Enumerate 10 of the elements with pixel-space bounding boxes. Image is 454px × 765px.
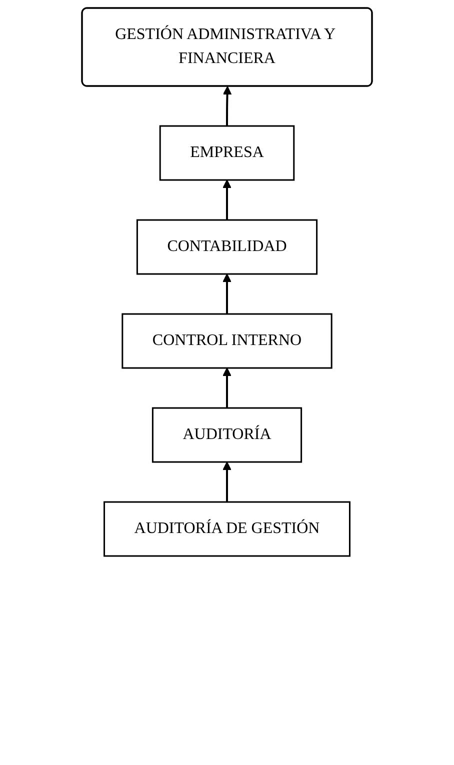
arrow xyxy=(222,462,232,502)
arrow xyxy=(222,274,232,314)
node-box: AUDITORÍA DE GESTIÓN xyxy=(104,501,350,557)
arrow xyxy=(222,180,232,220)
arrow xyxy=(222,86,232,126)
node-box: CONTROL INTERNO xyxy=(122,313,332,369)
node-box: EMPRESA xyxy=(159,125,295,181)
node-box: AUDITORÍA xyxy=(152,407,302,463)
arrow xyxy=(222,368,232,408)
node-box: CONTABILIDAD xyxy=(136,219,318,275)
